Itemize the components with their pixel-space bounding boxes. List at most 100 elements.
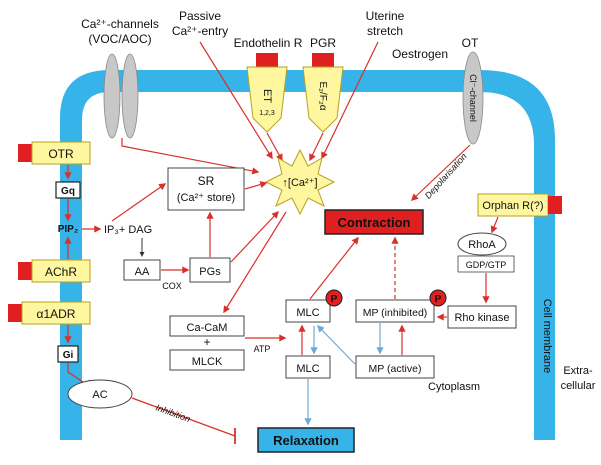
gi-inhibits-ac bbox=[67, 363, 87, 385]
gq-box bbox=[55, 181, 81, 199]
a1adr-label: α1ADR bbox=[37, 307, 76, 321]
et-label: ET bbox=[261, 89, 273, 103]
rho-kinase-label: Rho kinase bbox=[454, 312, 509, 324]
otr-label: OTR bbox=[48, 147, 74, 161]
ac-inhibition-line bbox=[131, 397, 236, 437]
mlck-box bbox=[169, 349, 245, 371]
mp-active-box bbox=[355, 355, 435, 379]
cl-channel bbox=[462, 51, 484, 145]
uterine-stretch-sublabel: stretch bbox=[367, 24, 403, 38]
a1adr-cap bbox=[8, 304, 22, 322]
mlc-label: MLC bbox=[296, 363, 319, 375]
a1adr-receptor bbox=[21, 301, 91, 325]
depolarisation-label: Depolarisation bbox=[423, 151, 469, 200]
pgs-label: PGs bbox=[199, 266, 221, 278]
pgs-box bbox=[189, 257, 231, 283]
mp-active-label: MP (active) bbox=[369, 363, 422, 375]
gi-label: Gi bbox=[63, 350, 74, 361]
cytoplasm-label: Cytoplasm bbox=[428, 381, 480, 393]
aa-box bbox=[123, 259, 161, 281]
mlc-phospho-badge bbox=[325, 289, 343, 307]
mlc-phospho-label: P bbox=[331, 294, 338, 305]
extracellular-label: Extra- bbox=[563, 365, 593, 377]
inhibition-label: Inhibition bbox=[154, 402, 191, 424]
uterine-stretch-arrow bbox=[321, 41, 379, 160]
ot-label: OT bbox=[462, 36, 479, 50]
gi-box bbox=[57, 345, 79, 363]
achr-receptor bbox=[31, 259, 91, 283]
sr-sublabel: (Ca²⁺ store) bbox=[177, 192, 235, 204]
ca-increase-label: ↑[Ca²⁺] bbox=[282, 177, 317, 189]
et-receptor-cap bbox=[256, 53, 278, 67]
gdp-gtp-label: GDP/GTP bbox=[466, 260, 507, 270]
mlc-p-label: MLC bbox=[296, 307, 319, 319]
contraction-label: Contraction bbox=[338, 215, 411, 230]
passive-entry-label: Passive bbox=[179, 9, 221, 23]
mlc-p-box bbox=[285, 299, 331, 323]
cacam-label: Ca-CaM bbox=[187, 322, 228, 334]
gdp-gtp-box bbox=[457, 255, 515, 273]
achr-cap bbox=[18, 262, 32, 280]
cox-label: COX bbox=[162, 281, 182, 291]
orphan-r-label: Orphan R(?) bbox=[482, 200, 543, 212]
ca-to-cacam-arrow bbox=[223, 211, 287, 314]
cacam-box bbox=[169, 315, 245, 337]
rho-kinase-box bbox=[447, 305, 517, 329]
ep-label: E₂/F₂α bbox=[317, 81, 328, 110]
mp-inhibited-label: MP (inhibited) bbox=[363, 307, 428, 319]
ac-ellipse bbox=[67, 379, 133, 409]
ac-label: AC bbox=[92, 389, 107, 401]
pip2-label: PIP₂ bbox=[58, 224, 79, 235]
endothelin-r-label: Endothelin R bbox=[234, 36, 303, 50]
rhoa-label: RhoA bbox=[468, 239, 496, 251]
mlc-box bbox=[285, 355, 331, 379]
ca-channel-left bbox=[103, 53, 121, 139]
mp-active-to-mlc bbox=[316, 324, 356, 365]
pgr-receptor-cap bbox=[312, 53, 334, 67]
relaxation-box bbox=[257, 427, 355, 453]
achr-label: AChR bbox=[45, 265, 77, 279]
mlc-to-contraction-arrow bbox=[309, 236, 359, 300]
pgr-label: PGR bbox=[310, 36, 336, 50]
orphan-to-rhoa-arrow bbox=[490, 216, 499, 234]
et-receptor bbox=[246, 66, 288, 133]
contraction-box bbox=[324, 209, 424, 235]
relaxation-label: Relaxation bbox=[273, 433, 339, 448]
passive-entry-arrow bbox=[199, 41, 273, 160]
uterine-stretch-label: Uterine bbox=[366, 9, 405, 23]
et-to-ca-arrow bbox=[266, 132, 283, 162]
ip3-dag-label: IP₃+ DAG bbox=[104, 224, 152, 236]
mp-phospho-badge bbox=[429, 289, 447, 307]
pgr-receptor bbox=[302, 66, 344, 133]
ca-channel-arrow bbox=[121, 138, 260, 175]
extracellular-sublabel: cellular bbox=[561, 380, 596, 392]
sr-to-ca-arrow bbox=[244, 181, 268, 190]
mp-inhibited-box bbox=[355, 299, 435, 323]
ca-channels-label: Ca²⁺-channels bbox=[81, 17, 159, 31]
oestrogen-label: Oestrogen bbox=[392, 47, 448, 61]
sr-label: SR bbox=[198, 174, 215, 188]
calcium-burst bbox=[264, 148, 336, 216]
aa-label: AA bbox=[135, 266, 150, 278]
otr-receptor bbox=[31, 141, 91, 165]
cell-membrane-label: Cell membrane bbox=[541, 299, 553, 374]
gq-label: Gq bbox=[61, 186, 75, 197]
ca-channels-sublabel: (VOC/AOC) bbox=[88, 32, 151, 46]
passive-entry-sublabel: Ca²⁺-entry bbox=[172, 24, 228, 38]
mlck-label: MLCK bbox=[192, 356, 223, 368]
depolarisation-arrow bbox=[410, 144, 471, 201]
orphan-r-cap bbox=[548, 196, 562, 214]
plus-label: + bbox=[203, 335, 210, 349]
atp-label: ATP bbox=[254, 344, 271, 354]
cl-channel-label: Cl⁻-channel bbox=[468, 74, 478, 122]
pgr-to-ca-arrow bbox=[309, 132, 324, 162]
sr-box bbox=[167, 167, 245, 211]
et-sub-label: 1,2,3 bbox=[259, 110, 275, 117]
rhoa-ellipse bbox=[457, 232, 507, 256]
ca-channel-right bbox=[121, 53, 139, 139]
ip3-to-sr-arrow bbox=[111, 183, 167, 222]
pgs-to-ca-arrow bbox=[230, 210, 279, 263]
otr-cap bbox=[18, 144, 32, 162]
